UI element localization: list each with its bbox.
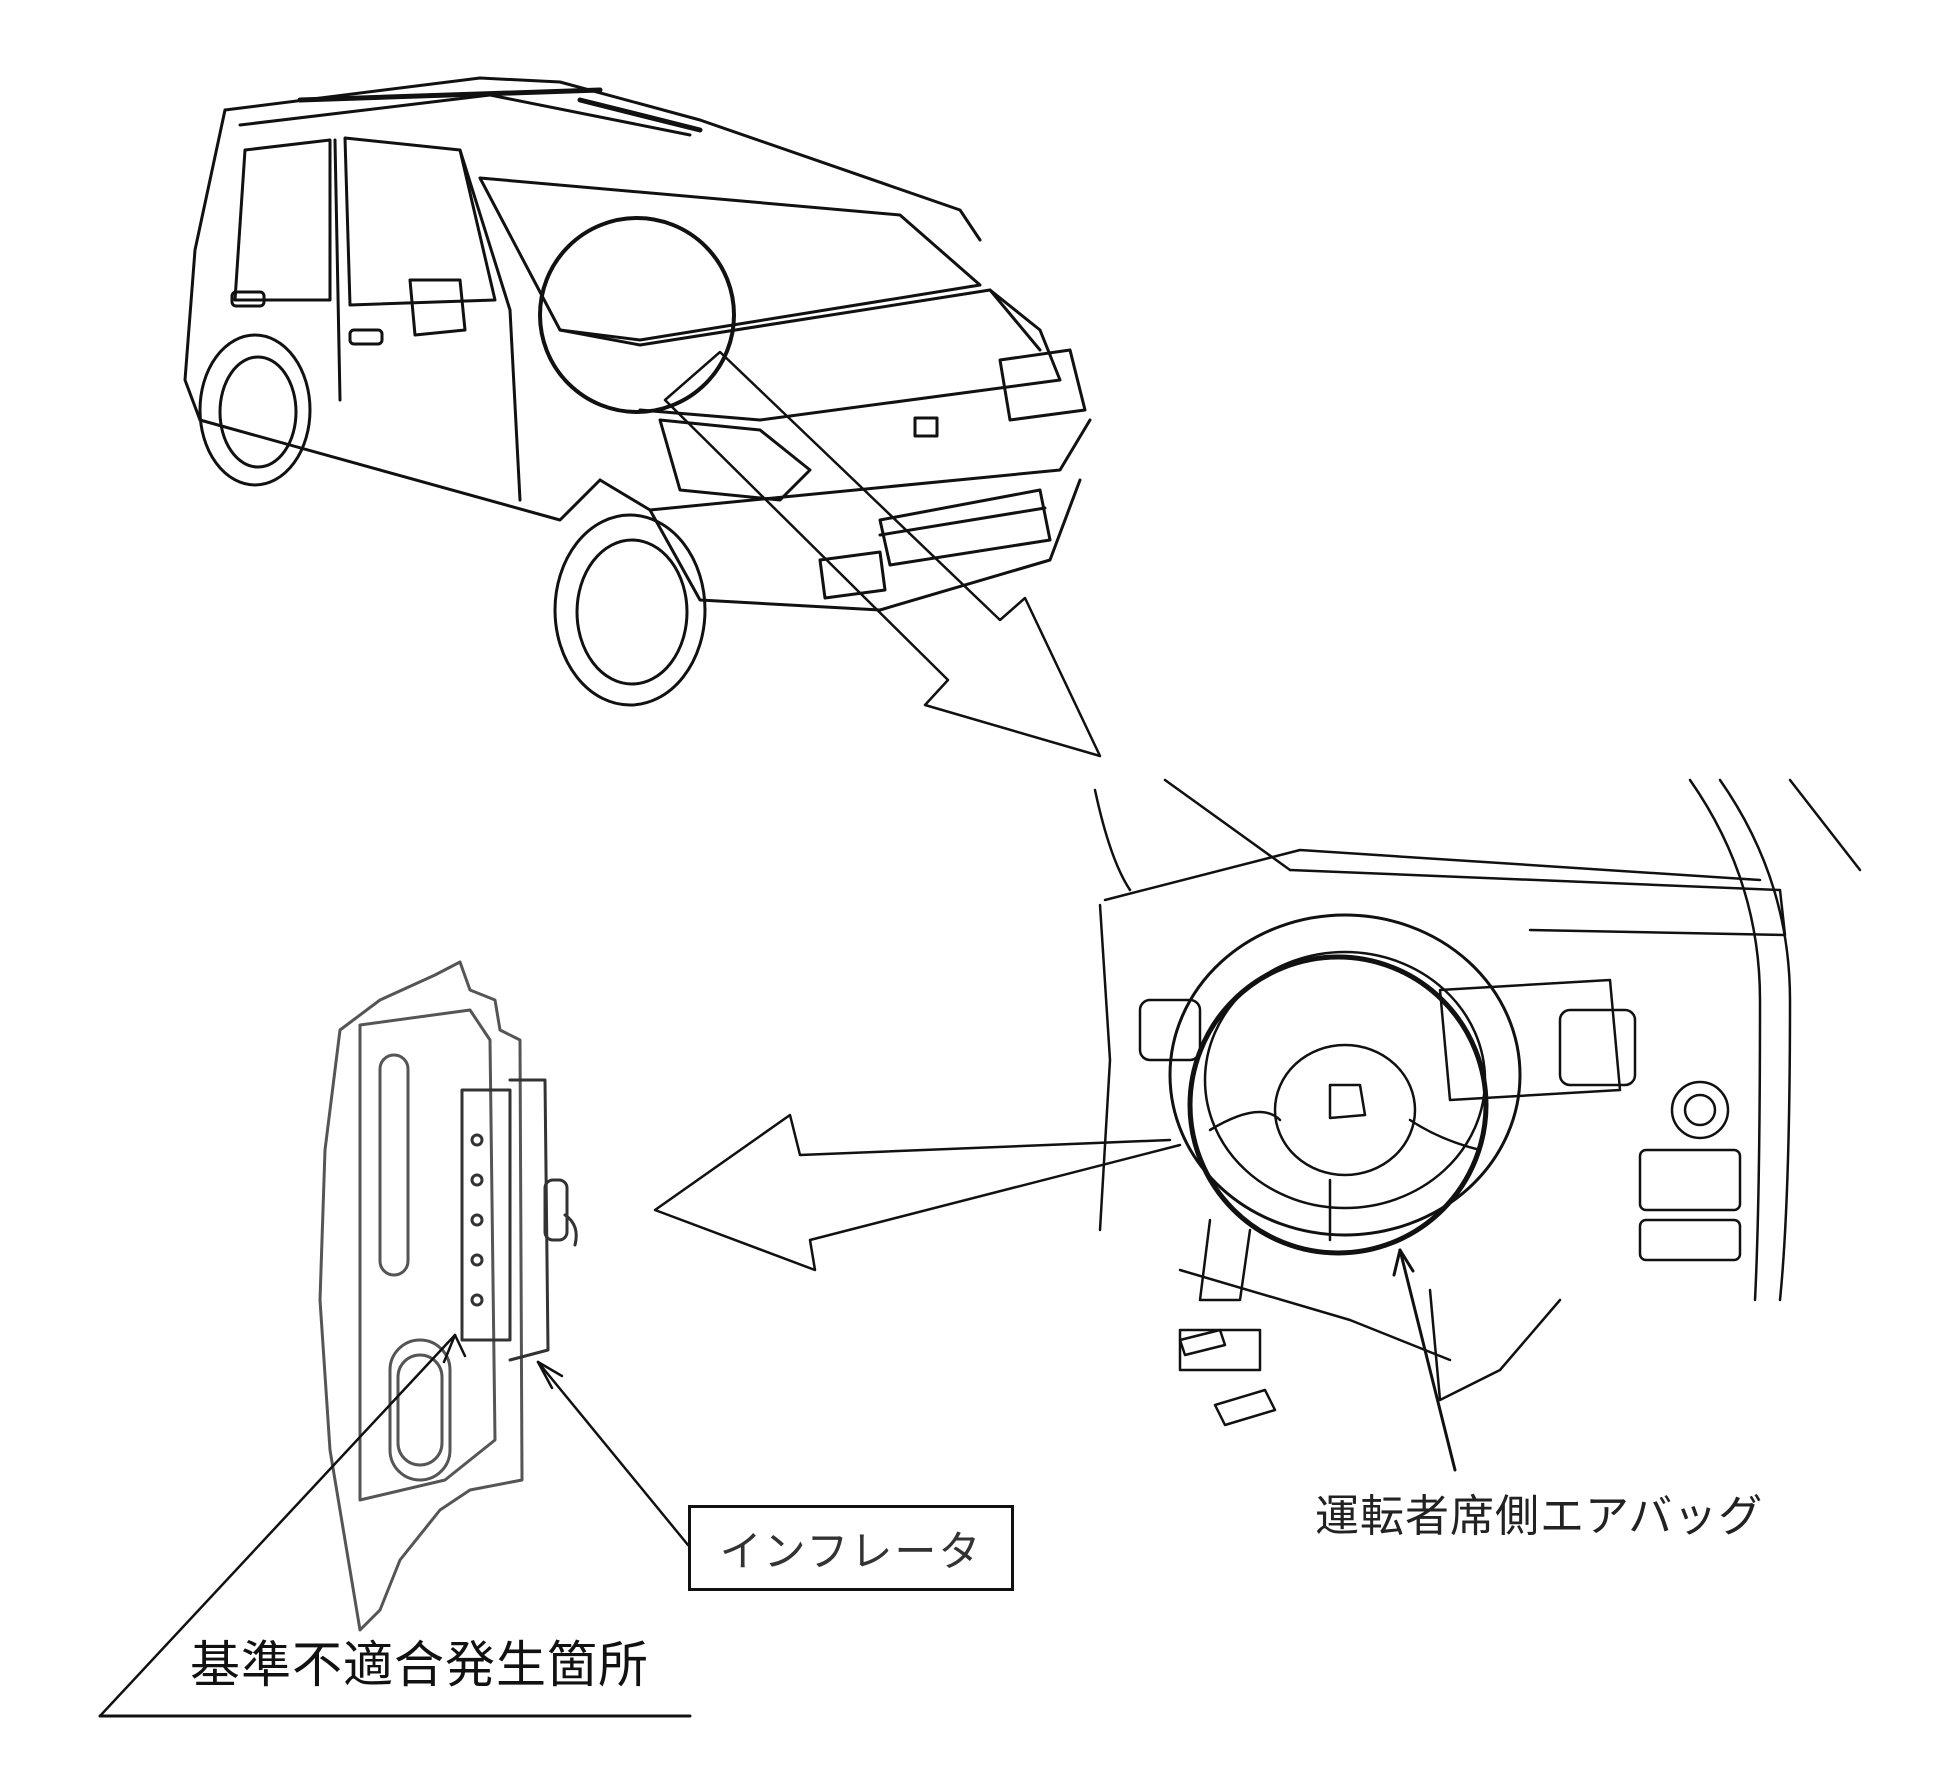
defect-location-label: 基準不適合発生箇所 bbox=[190, 1636, 649, 1694]
defect-leader-line bbox=[98, 1333, 457, 1718]
airbag-leader-line bbox=[1398, 1248, 1457, 1472]
dashboard-illustration bbox=[1093, 778, 1862, 1427]
zoom-arrow-dashboard-to-module bbox=[653, 1113, 1182, 1272]
inflator-label-box: インフレータ bbox=[688, 1505, 1014, 1591]
driver-airbag-label: 運転者席側エアバッグ bbox=[1315, 1491, 1764, 1542]
airbag-module-illustration bbox=[318, 960, 578, 1632]
inflator-leader-line bbox=[536, 1360, 690, 1547]
inflator-label: インフレータ bbox=[719, 1526, 983, 1576]
car-illustration bbox=[183, 76, 1092, 707]
zoom-arrow-car-to-dashboard bbox=[663, 350, 1102, 758]
